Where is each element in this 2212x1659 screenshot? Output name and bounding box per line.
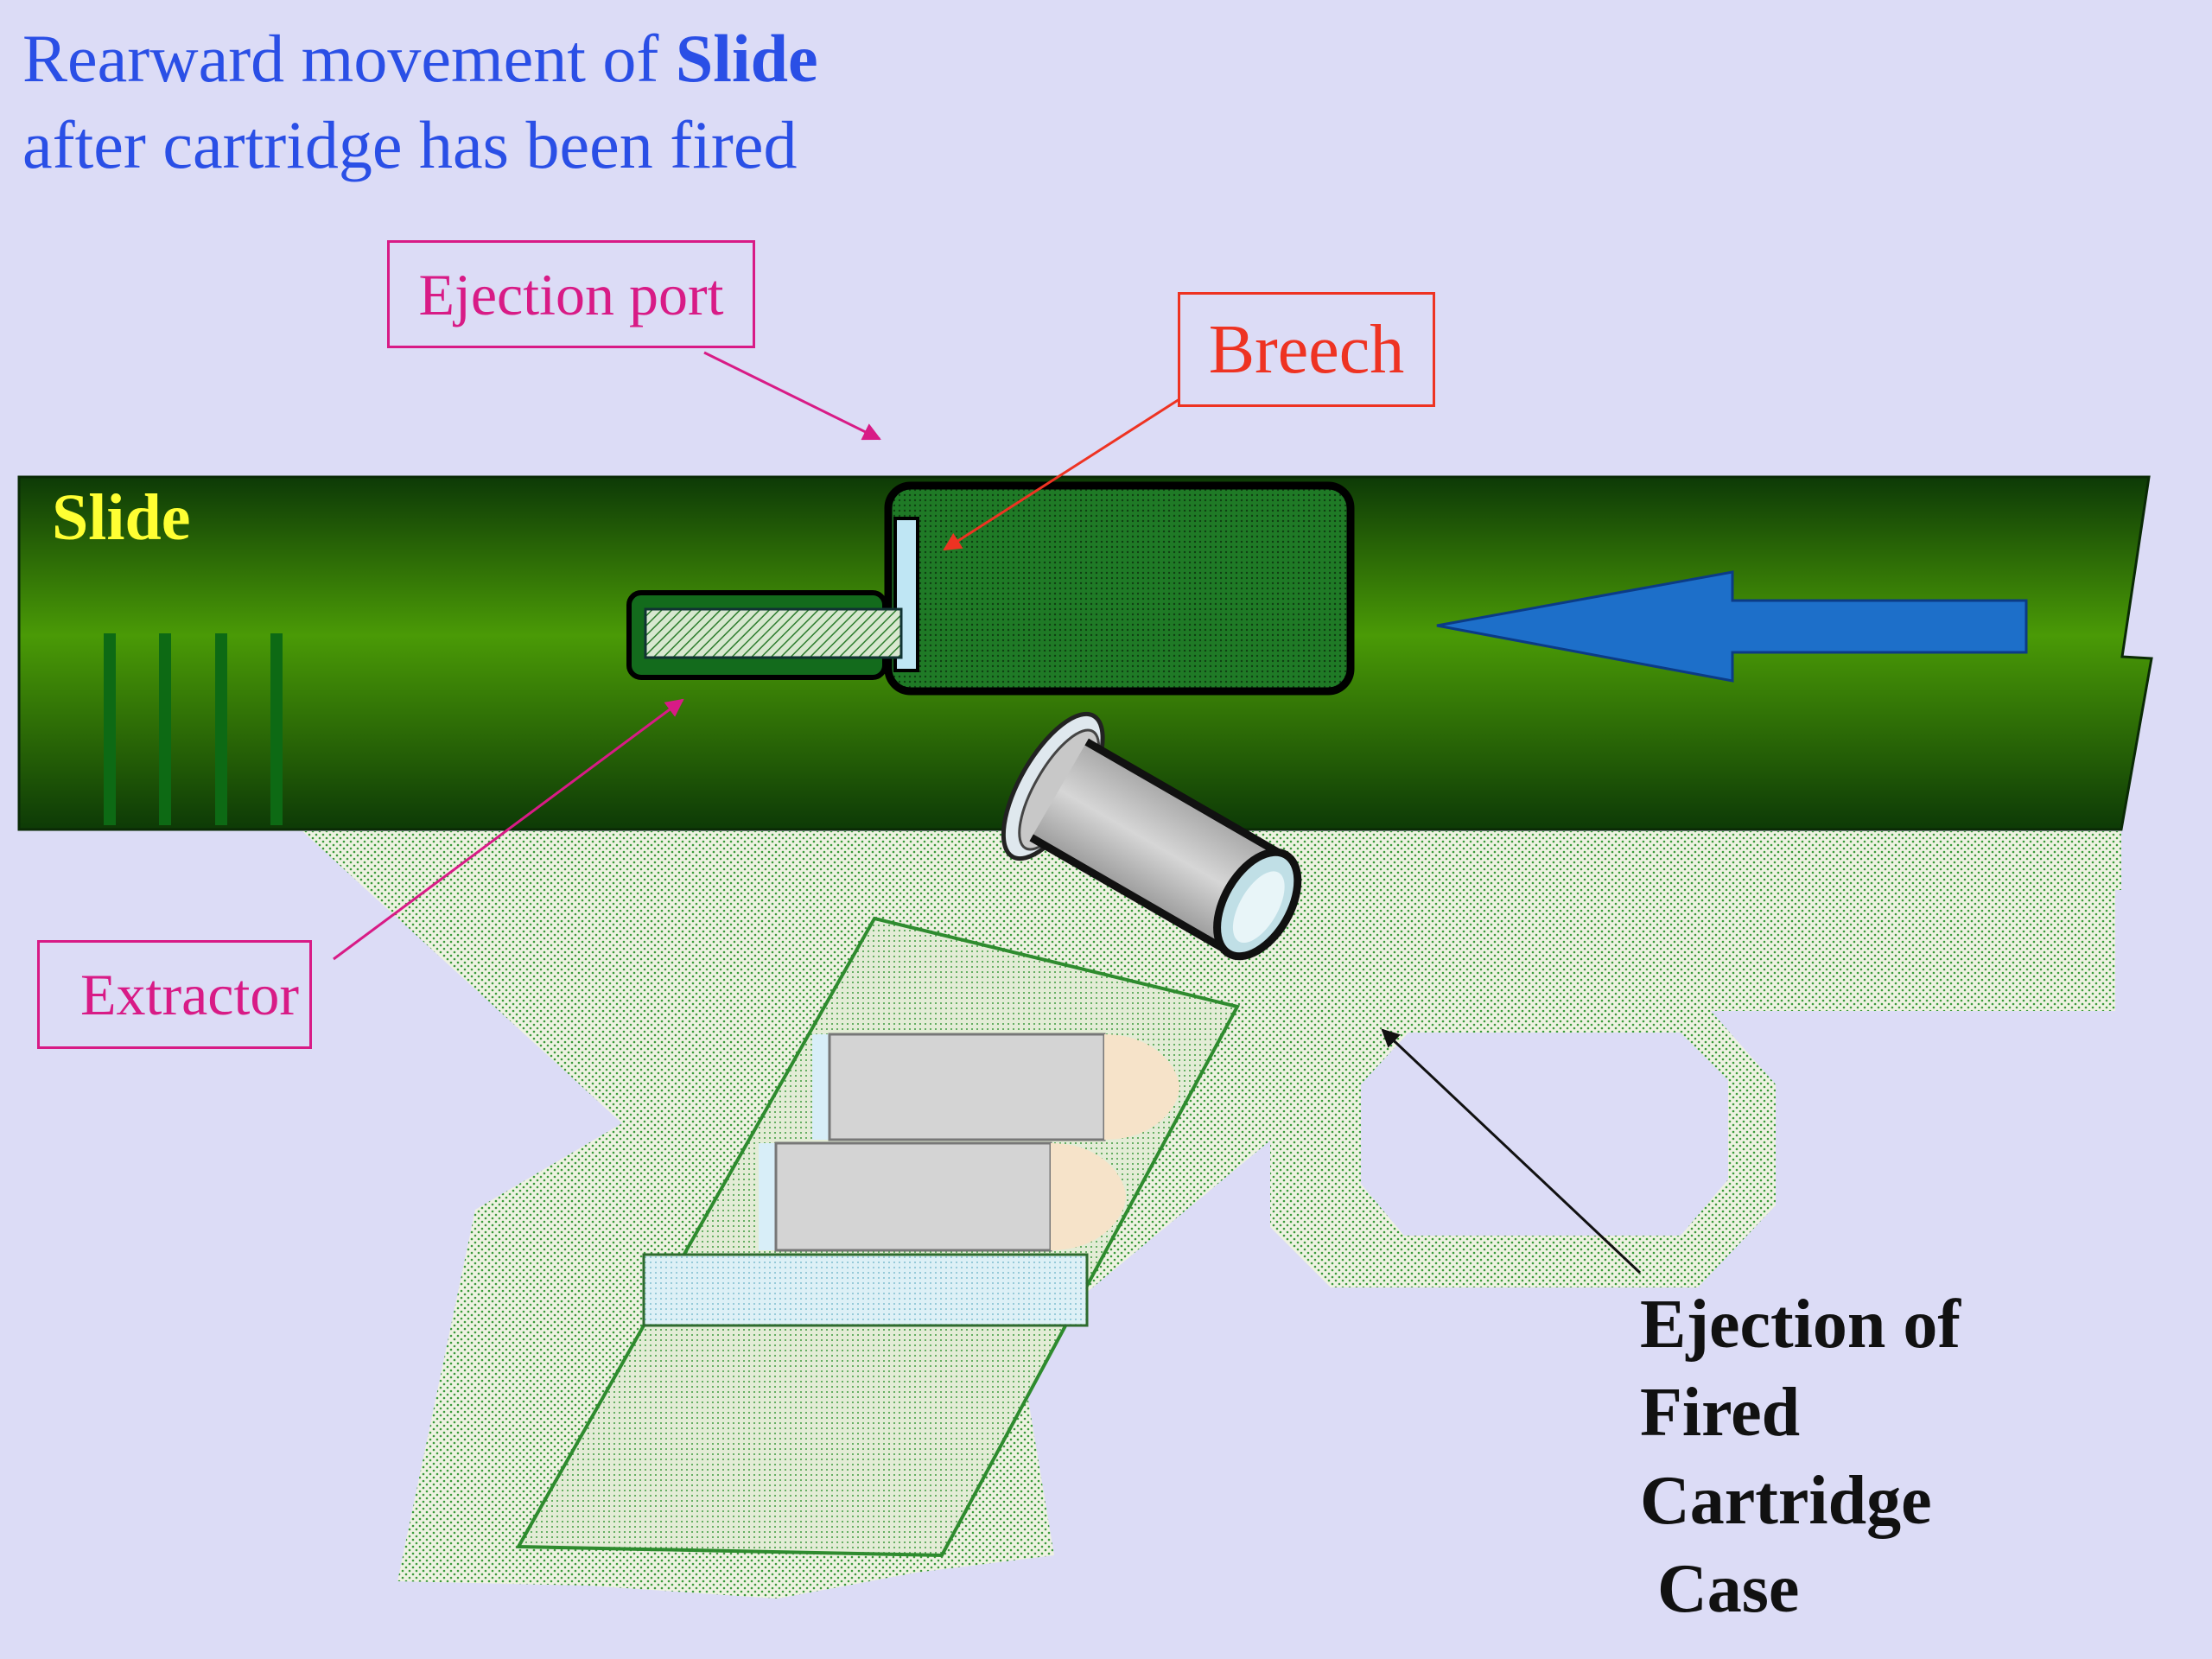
- slide-title: Rearward movement of Slide after cartrid…: [22, 16, 818, 188]
- title-line1-prefix: Rearward movement of: [22, 21, 676, 96]
- magazine-cartridge-lower: [759, 1141, 1126, 1252]
- extractor-pointer: [333, 698, 684, 961]
- ejection-port-text: Ejection port: [418, 261, 724, 327]
- extractor-label: Extractor: [37, 940, 312, 1049]
- breech-pointer: [943, 397, 1180, 551]
- ejection-label-line4: Case: [1640, 1551, 1800, 1627]
- ejection-label-line2: Fired: [1640, 1375, 1801, 1451]
- slide-label: Slide: [52, 481, 191, 554]
- magazine-follower-band: [642, 1253, 1089, 1327]
- ejected-cartridge-case: [1001, 711, 1302, 961]
- title-line1-bold: Slide: [675, 21, 818, 96]
- ejection-label-line1: Ejection of: [1640, 1287, 1961, 1363]
- extractor-claw: [644, 607, 903, 659]
- breech-text: Breech: [1208, 311, 1405, 388]
- ejection-label-line3: Cartridge: [1640, 1463, 1932, 1539]
- slide-serrations: [104, 633, 283, 825]
- title-line2: after cartridge has been fired: [22, 107, 798, 182]
- breech-label: Breech: [1178, 292, 1435, 407]
- ejection-port-label: Ejection port: [387, 240, 755, 348]
- ejection-port-pointer: [703, 351, 881, 441]
- arrow-left-icon: [1436, 570, 2028, 683]
- magazine-cartridge-upper: [812, 1033, 1179, 1141]
- ejection-pointer: [1381, 1028, 1642, 1274]
- extractor-text: Extractor: [80, 962, 299, 1027]
- trigger-guard-opening: [1361, 1033, 1728, 1236]
- breech-block: [884, 481, 1355, 696]
